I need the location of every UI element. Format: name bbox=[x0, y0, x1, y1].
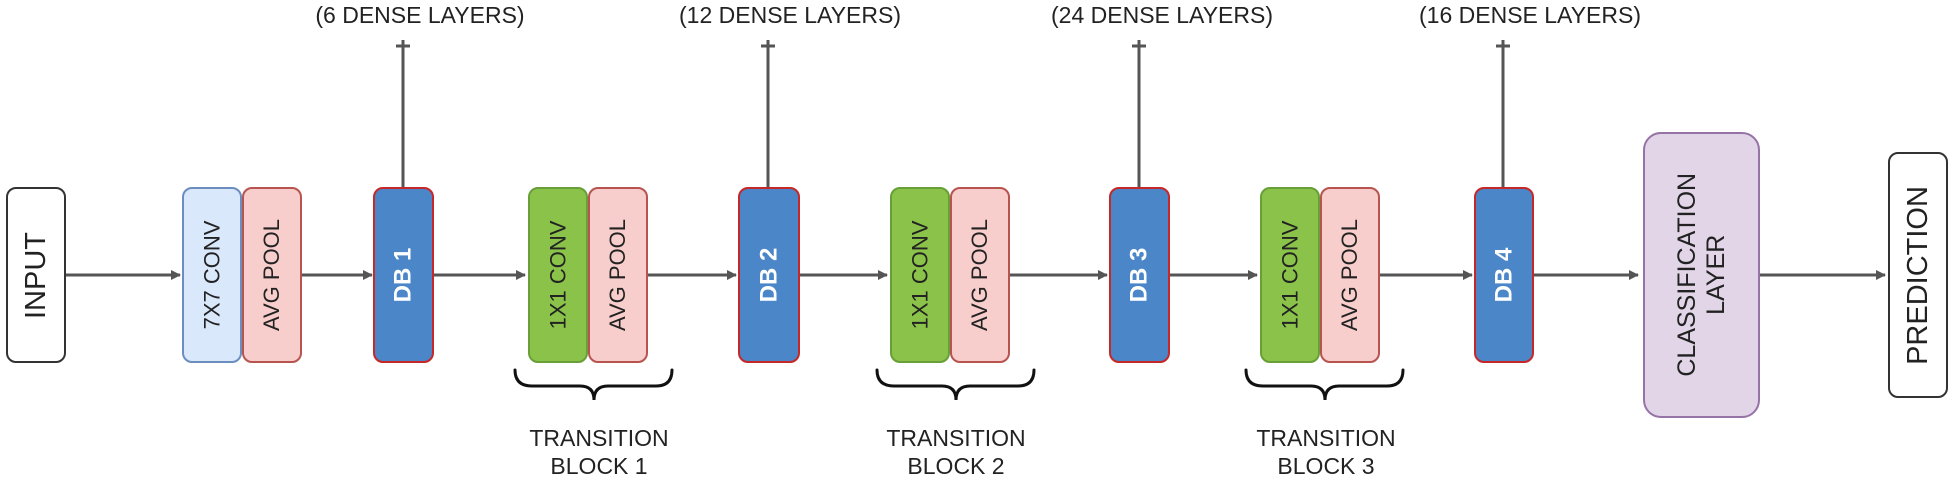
classification-layer-label: CLASSIFICATION LAYER bbox=[1673, 173, 1731, 377]
transition-3-pool-block: AVG POOL bbox=[1320, 187, 1380, 363]
input-label: INPUT bbox=[19, 231, 52, 319]
brace-transition-block-1 bbox=[513, 368, 674, 401]
dense-layers-label-3: (24 DENSE LAYERS) bbox=[1051, 2, 1273, 28]
transition-1-pool-label: AVG POOL bbox=[605, 218, 631, 332]
dense-block-2-label: DB 2 bbox=[755, 247, 782, 303]
transition-1-pool-block: AVG POOL bbox=[588, 187, 648, 363]
classification-label-line-2: LAYER bbox=[1701, 234, 1730, 316]
transition-block-2-label: TRANSITION BLOCK 2 bbox=[856, 424, 1056, 480]
transition-block-1-number: BLOCK 1 bbox=[550, 453, 648, 479]
dense-block-1-label: DB 1 bbox=[389, 247, 417, 303]
prediction-node: PREDICTION bbox=[1888, 152, 1948, 398]
dense-block-2: DB 2 bbox=[738, 187, 800, 363]
dense-block-4-label: DB 4 bbox=[1490, 247, 1517, 303]
stem-conv-label: 7X7 CONV bbox=[199, 220, 225, 330]
transition-block-2-title: TRANSITION bbox=[886, 425, 1026, 451]
stem-pool-label: AVG POOL bbox=[259, 218, 285, 332]
transition-2-conv-block: 1X1 CONV bbox=[890, 187, 950, 363]
transition-3-conv-label: 1X1 CONV bbox=[1277, 220, 1303, 330]
transition-block-3-label: TRANSITION BLOCK 3 bbox=[1226, 424, 1426, 480]
brace-transition-block-2 bbox=[875, 368, 1036, 401]
classification-layer: CLASSIFICATION LAYER bbox=[1643, 132, 1760, 418]
transition-block-1-label: TRANSITION BLOCK 1 bbox=[499, 424, 699, 480]
transition-1-conv-block: 1X1 CONV bbox=[528, 187, 588, 363]
transition-2-pool-label: AVG POOL bbox=[967, 218, 993, 332]
stem-pool-block: AVG POOL bbox=[242, 187, 302, 363]
transition-3-conv-block: 1X1 CONV bbox=[1260, 187, 1320, 363]
dense-block-4: DB 4 bbox=[1474, 187, 1534, 363]
transition-block-3-number: BLOCK 3 bbox=[1277, 453, 1375, 479]
transition-block-3-title: TRANSITION bbox=[1256, 425, 1396, 451]
transition-2-pool-block: AVG POOL bbox=[950, 187, 1010, 363]
transition-2-conv-label: 1X1 CONV bbox=[907, 220, 933, 330]
stem-conv-block: 7X7 CONV bbox=[182, 187, 242, 363]
classification-label-line-1: CLASSIFICATION bbox=[1672, 173, 1701, 377]
dense-block-1: DB 1 bbox=[373, 187, 434, 363]
transition-block-2-number: BLOCK 2 bbox=[907, 453, 1005, 479]
dense-block-3-label: DB 3 bbox=[1125, 247, 1153, 303]
dense-layers-label-2: (12 DENSE LAYERS) bbox=[679, 2, 901, 28]
input-node: INPUT bbox=[6, 187, 66, 363]
transition-1-conv-label: 1X1 CONV bbox=[545, 220, 571, 330]
dense-layers-label-4: (16 DENSE LAYERS) bbox=[1419, 2, 1641, 28]
transition-block-1-title: TRANSITION bbox=[529, 425, 669, 451]
dense-block-3: DB 3 bbox=[1109, 187, 1170, 363]
dense-layers-label-1: (6 DENSE LAYERS) bbox=[315, 2, 525, 28]
brace-transition-block-3 bbox=[1244, 368, 1405, 401]
transition-3-pool-label: AVG POOL bbox=[1337, 218, 1363, 332]
prediction-label: PREDICTION bbox=[1901, 185, 1934, 365]
